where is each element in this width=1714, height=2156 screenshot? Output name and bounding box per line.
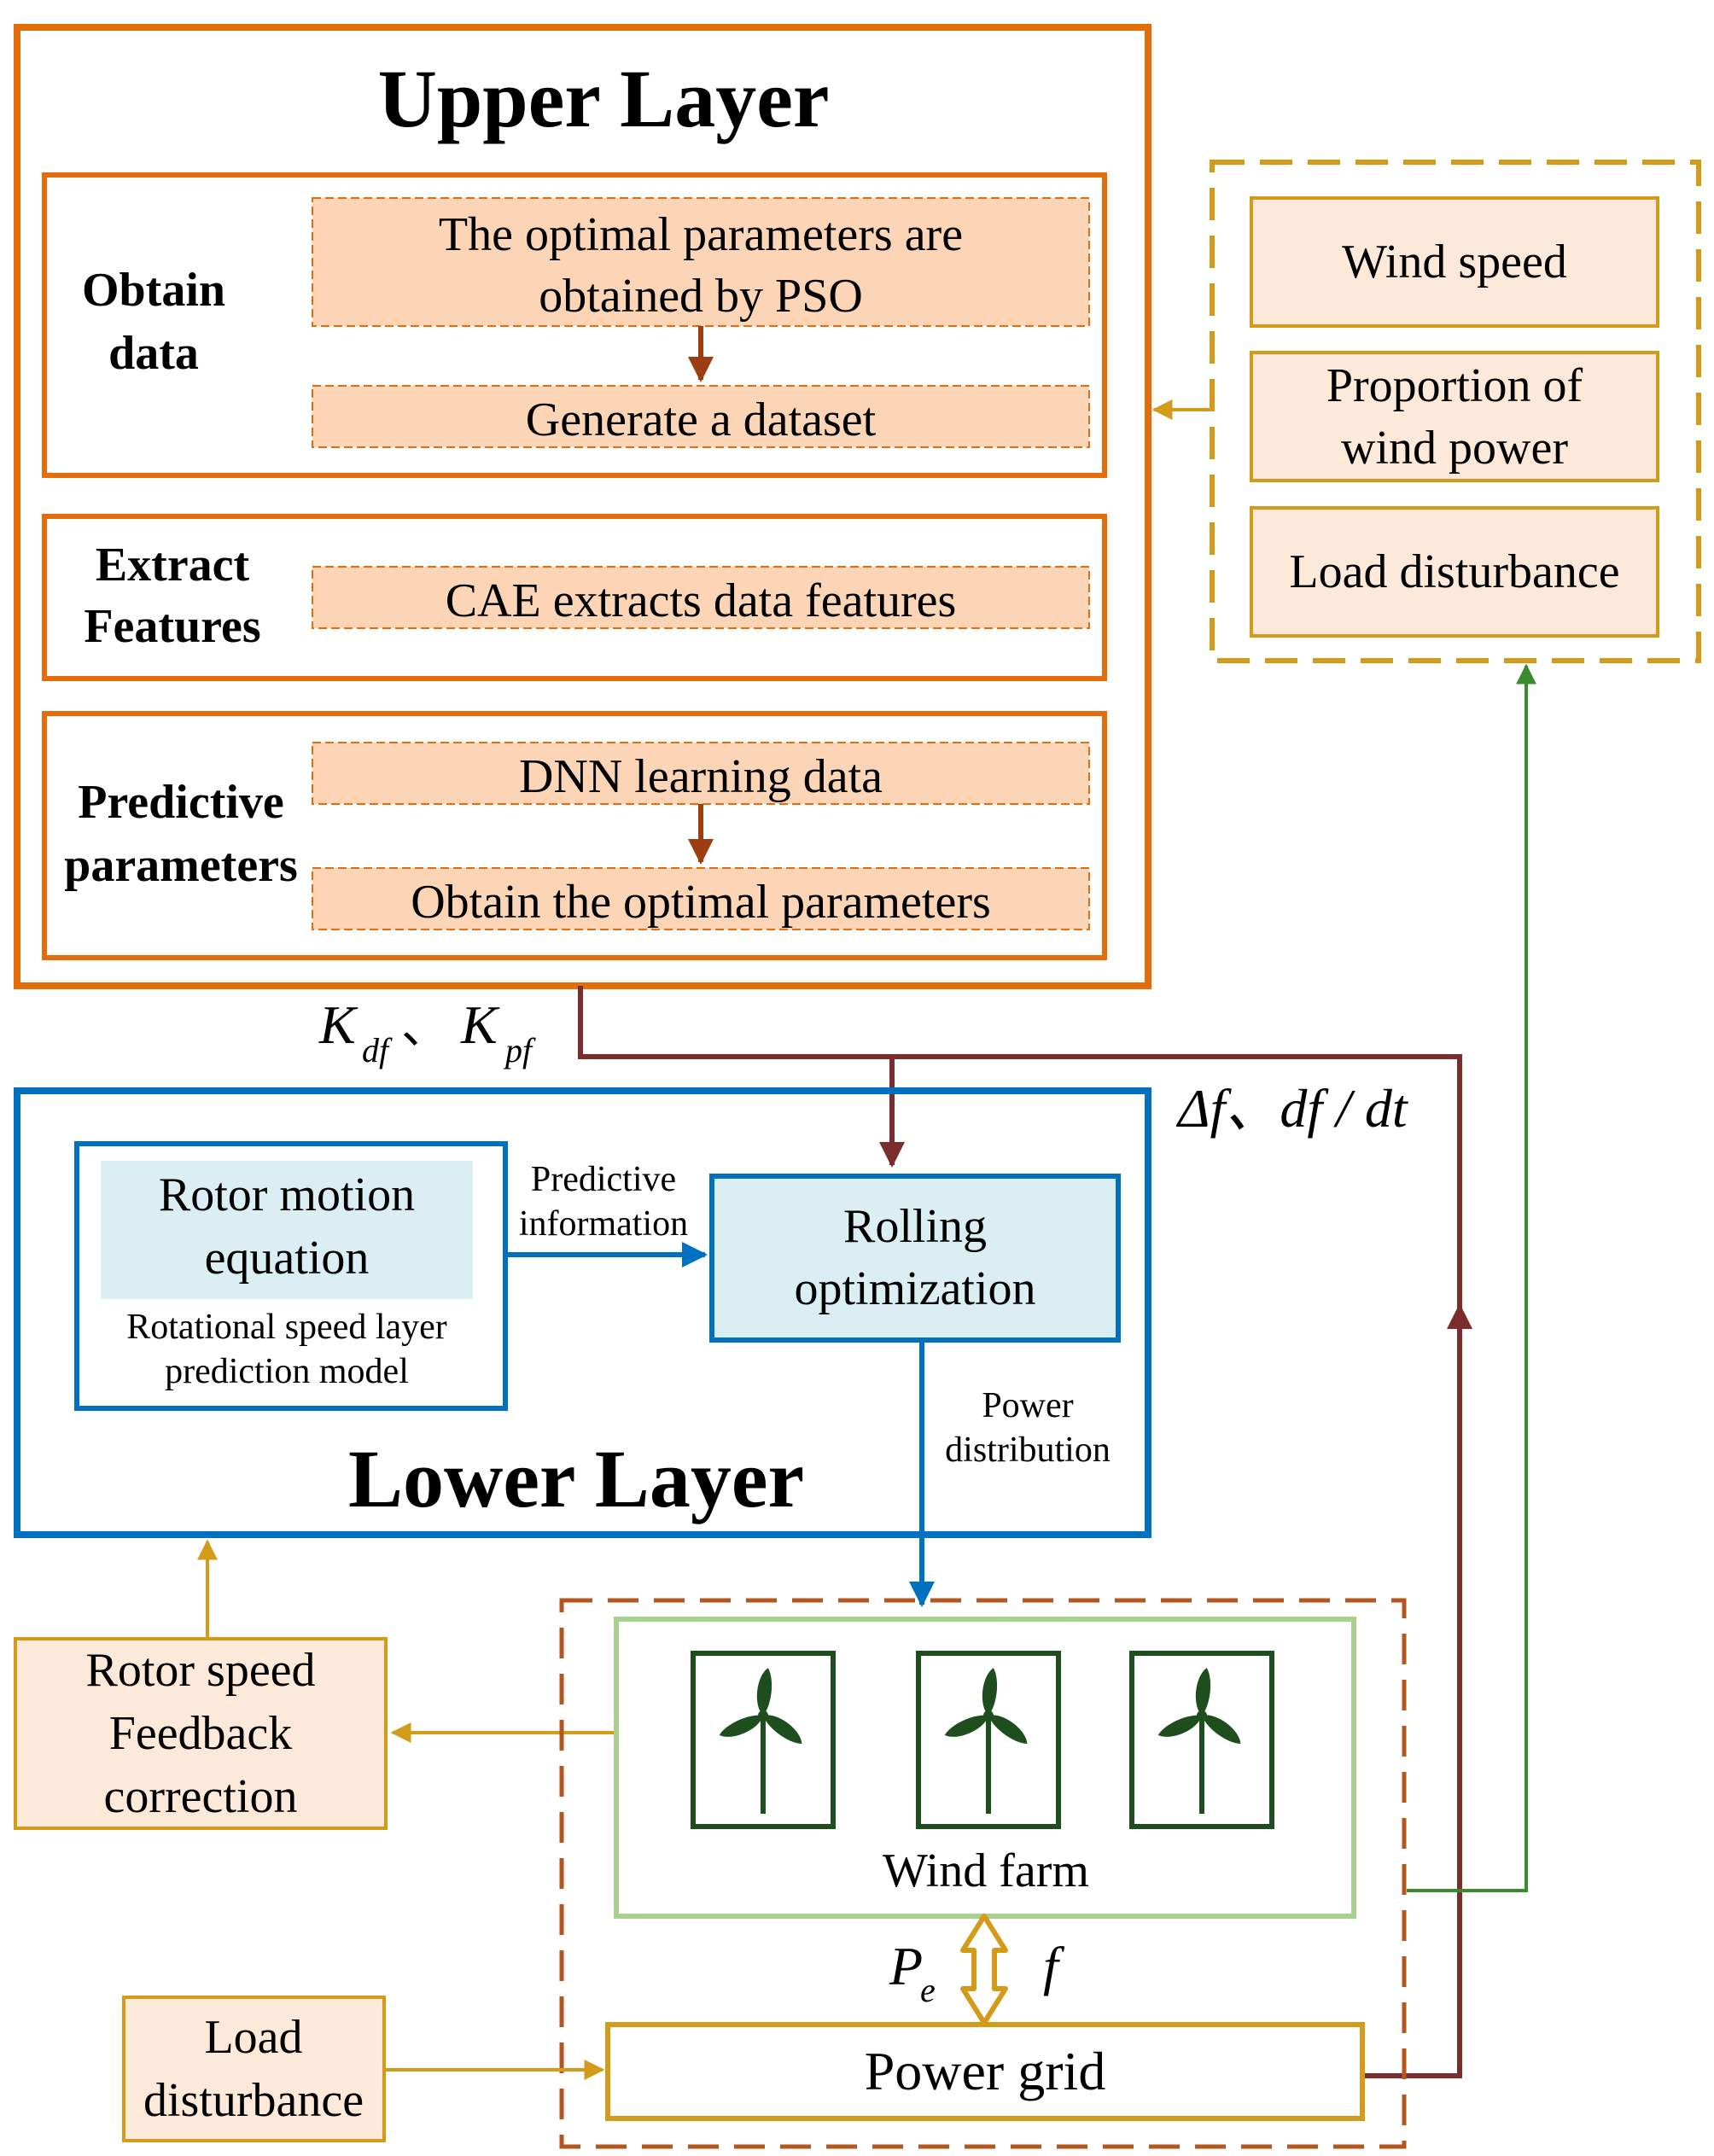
predictive-info-label: Predictive xyxy=(531,1160,676,1199)
rotor-motion-text: Rotor motion xyxy=(159,1168,415,1221)
turbine-blade xyxy=(719,1715,763,1737)
wind-speed-box xyxy=(1250,196,1659,328)
pe-subscript: e xyxy=(920,1971,936,2009)
load-disturbance-input-text: Load disturbance xyxy=(1289,545,1619,598)
obtain-data-section: Obtain data The optimal parameters are o… xyxy=(42,172,1107,478)
rolling-optimization-text-2: optimization xyxy=(794,1262,1035,1315)
dataset-step-text: Generate a dataset xyxy=(526,393,877,446)
turbine-blade xyxy=(944,1715,988,1737)
predictive-parameters-label-2: parameters xyxy=(64,839,298,892)
predictive-parameters-section: Predictive parameters DNN learning data … xyxy=(42,711,1107,960)
upper-layer-title: Upper Layer xyxy=(378,53,830,144)
turbine-blade xyxy=(1195,1668,1211,1716)
predictive-info-label-2: information xyxy=(519,1204,688,1244)
load-disturbance-text-2: disturbance xyxy=(143,2074,364,2127)
lower-layer-frame xyxy=(14,1087,1151,1538)
cae-step-text: CAE extracts data features xyxy=(446,574,957,627)
svg-text:K: K xyxy=(460,994,500,1055)
turbine-blade xyxy=(1157,1715,1202,1737)
proportion-box xyxy=(1250,351,1659,482)
prediction-model-label-2: prediction model xyxy=(165,1352,409,1391)
extract-features-label-2: Features xyxy=(84,600,260,653)
turbine-blade xyxy=(982,1668,998,1716)
pso-step-box xyxy=(312,197,1090,327)
plant-boundary xyxy=(559,1598,1407,2149)
upper-layer: Upper Layer Obtain data The optimal para… xyxy=(14,24,1151,989)
power-distribution-label-2: distribution xyxy=(945,1431,1111,1470)
turbine-hub xyxy=(758,1710,768,1721)
turbine-blade xyxy=(1202,1715,1241,1744)
turbine-hub xyxy=(983,1710,994,1721)
power-frequency-exchange-arrow xyxy=(960,1914,1008,2025)
dataset-step-box xyxy=(312,385,1090,448)
rotor-motion-box xyxy=(101,1161,473,1299)
svg-text:、: 、 xyxy=(401,1001,449,1054)
power-grid-label: Power grid xyxy=(865,2041,1106,2101)
feedback-correction-text-3: correction xyxy=(104,1770,298,1823)
svg-text:pf: pf xyxy=(503,1031,536,1069)
turbine-hub xyxy=(1197,1710,1207,1721)
turbine-blade xyxy=(756,1668,772,1716)
wind-farm-to-inputs-line xyxy=(1407,663,1536,1892)
rolling-optimization-box xyxy=(709,1174,1121,1343)
feedback-correction-box xyxy=(14,1637,388,1830)
predictive-parameters-label: Predictive xyxy=(78,776,284,829)
cae-step-box xyxy=(312,566,1090,629)
wind-farm-label: Wind farm xyxy=(883,1844,1089,1897)
turbine-blade xyxy=(763,1715,802,1744)
optimal-step-box xyxy=(312,867,1090,930)
load-disturbance-box xyxy=(122,1996,386,2142)
pso-step-text: The optimal parameters are xyxy=(439,208,963,261)
obtain-data-label: Obtain xyxy=(82,264,225,317)
power-distribution-label: Power xyxy=(982,1386,1073,1425)
f-label: f xyxy=(1043,1936,1065,1996)
svg-text:df: df xyxy=(362,1031,393,1069)
inputs-box: Wind speed Proportion of wind power Load… xyxy=(1210,160,1701,663)
load-disturbance-input-box xyxy=(1250,506,1659,638)
feedback-correction-text-2: Feedback xyxy=(109,1707,293,1760)
rotor-motion-text-2: equation xyxy=(205,1232,370,1285)
rolling-optimization-text: Rolling xyxy=(843,1200,987,1253)
pe-label: P xyxy=(889,1936,923,1996)
prediction-model-label: Rotational speed layer xyxy=(126,1308,447,1347)
pso-step-text-2: obtained by PSO xyxy=(539,270,863,323)
gain-signal-line xyxy=(578,986,1462,2078)
extract-features-section: Extract Features CAE extracts data featu… xyxy=(42,514,1107,681)
frequency-signal-label: Δf、df / dt xyxy=(1175,1078,1409,1139)
load-disturbance-text: Load xyxy=(204,2011,302,2064)
proportion-text-2: wind power xyxy=(1341,422,1568,475)
wind-speed-text: Wind speed xyxy=(1342,236,1567,288)
lower-layer-title: Lower Layer xyxy=(348,1433,804,1524)
lower-layer: Lower Layer Rotor motion equation Rotati… xyxy=(14,1087,1151,1538)
proportion-text: Proportion of xyxy=(1326,359,1583,412)
extract-features-label: Extract xyxy=(96,539,250,591)
svg-text:K: K xyxy=(318,994,359,1055)
dnn-step-text: DNN learning data xyxy=(519,750,883,803)
optimal-step-text: Obtain the optimal parameters xyxy=(411,876,991,929)
power-grid-box xyxy=(605,2022,1365,2121)
dnn-step-box xyxy=(312,742,1090,805)
gain-parameters-label: K df 、 K pf xyxy=(318,994,536,1069)
wind-turbines xyxy=(691,1651,1274,1829)
turbine-blade xyxy=(988,1715,1028,1744)
feedback-correction-text: Rotor speed xyxy=(85,1644,315,1697)
obtain-data-label-2: data xyxy=(108,327,199,380)
